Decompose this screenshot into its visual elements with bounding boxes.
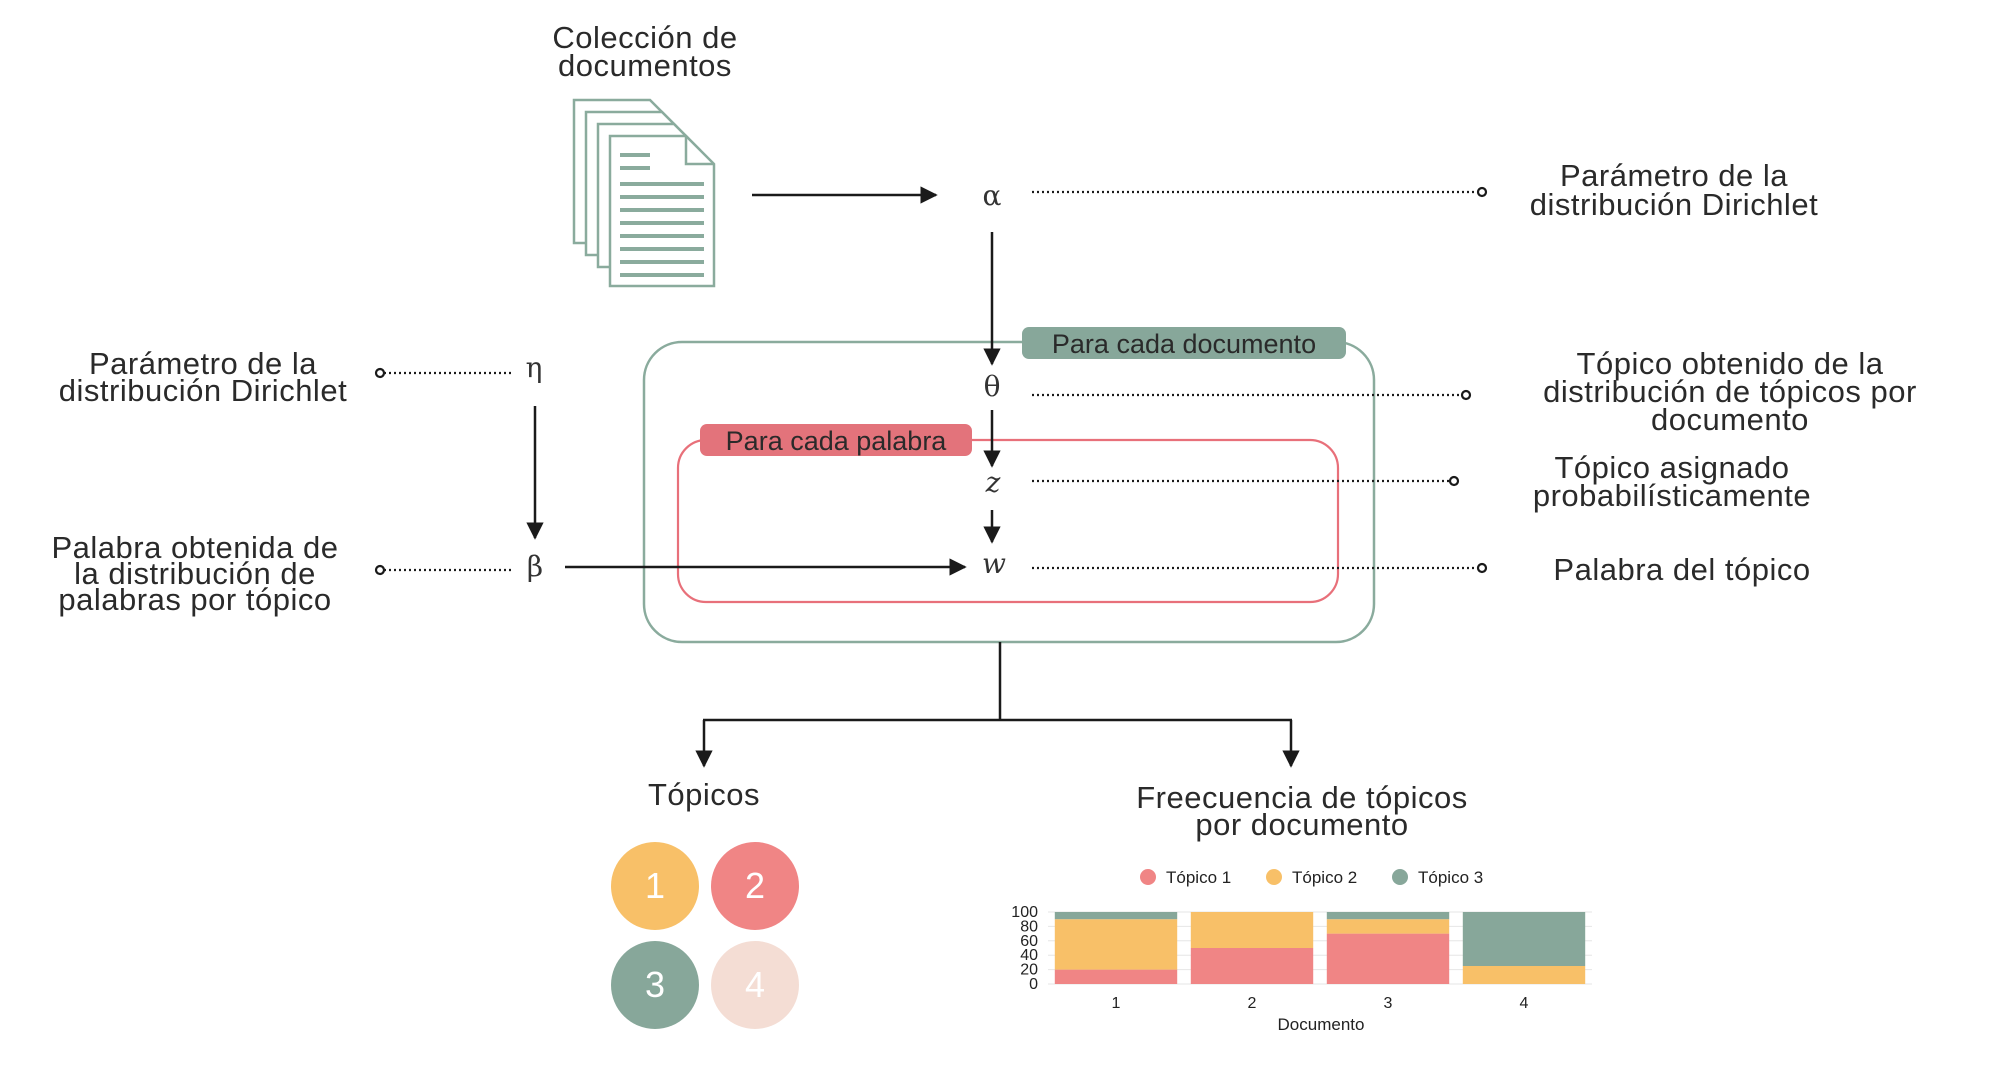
legend-swatch [1266,869,1282,885]
legend-label: Tópico 3 [1418,868,1483,887]
topic-circles: 1 2 3 4 [611,842,799,1029]
topic-circle-4-label: 4 [745,964,765,1005]
chart-xlabel: Documento [1278,1015,1365,1034]
document-stack-icon [572,98,716,288]
eta-desc-line2: distribución Dirichlet [59,373,347,408]
legend-swatch [1392,869,1408,885]
theta-desc-line2: distribución de tópicos por [1543,374,1917,409]
bar-segment [1054,912,1178,920]
x-tick-label: 4 [1520,995,1529,1012]
y-tick-label: 40 [1020,947,1038,964]
topic-circle-4 [711,941,799,1029]
topic-circle-2 [711,842,799,930]
output-branch [695,642,1300,768]
topic-circle-1-label: 1 [645,865,665,906]
connector-beta-end [374,564,386,576]
connector-alpha-end [1476,186,1488,198]
theta-desc-line3: documento [1651,402,1809,437]
z-desc-line2: probabilísticamente [1533,478,1811,513]
bar-segment [1462,912,1586,966]
y-tick-label: 0 [1029,976,1038,993]
document-plate-label: Para cada documento [1052,329,1316,359]
y-tick-label: 80 [1020,918,1038,935]
topic-circle-3 [611,941,699,1029]
x-tick-label: 3 [1384,995,1393,1012]
collection-label-line2: documentos [558,48,732,83]
alpha-symbol: α [983,179,1002,212]
z-symbol: z [985,466,1001,499]
eta-symbol: η [526,351,543,384]
frequency-title-line2: por documento [1195,807,1408,842]
x-tick-label: 1 [1112,995,1121,1012]
bar-segment [1054,969,1178,984]
eta-desc-line1: Parámetro de la [89,346,317,381]
bar-segment [1462,966,1586,984]
beta-symbol: β [527,550,543,583]
bar-segment [1054,919,1178,970]
topic-circle-3-label: 3 [645,964,665,1005]
document-plate-badge [1022,327,1346,359]
word-plate-badge [700,424,972,456]
word-plate-label: Para cada palabra [726,426,948,456]
word-plate [676,438,1340,604]
theta-symbol: θ [984,370,1001,403]
connector-w-end [1476,562,1488,574]
topic-circle-1 [611,842,699,930]
w-desc: Palabra del tópico [1553,552,1810,587]
y-tick-label: 100 [1011,904,1038,921]
legend-label: Tópico 1 [1166,868,1231,887]
beta-desc-line2: la distribución de [74,556,316,591]
bar-segment [1326,919,1450,934]
alpha-desc-line1: Parámetro de la [1560,158,1788,193]
theta-desc-line1: Tópico obtenido de la [1577,346,1884,381]
legend-swatch [1140,869,1156,885]
collection-label-line1: Colección de [552,20,737,55]
bar-segment [1190,948,1314,984]
z-desc-line1: Tópico asignado [1555,450,1790,485]
beta-desc-line1: Palabra obtenida de [51,530,338,565]
bar-segment [1190,912,1314,948]
beta-desc-line3: palabras por tópico [58,582,331,617]
bar-segment [1326,933,1450,984]
bar-segment [1326,912,1450,920]
document-plate [642,340,1376,644]
w-symbol: w [982,547,1006,580]
connector-eta-end [374,367,386,379]
chart-legend: Tópico 1 Tópico 2 Tópico 3 [1140,868,1483,887]
connector-z-end [1448,475,1460,487]
y-tick-label: 60 [1020,933,1038,950]
legend-label: Tópico 2 [1292,868,1357,887]
connector-theta-end [1460,389,1472,401]
topic-circle-2-label: 2 [745,865,765,906]
alpha-desc-line2: distribución Dirichlet [1530,187,1818,222]
topics-title: Tópicos [648,777,760,812]
frequency-title-line1: Freecuencia de tópicos [1136,780,1468,815]
x-tick-label: 2 [1248,995,1257,1012]
y-tick-label: 20 [1020,962,1038,979]
